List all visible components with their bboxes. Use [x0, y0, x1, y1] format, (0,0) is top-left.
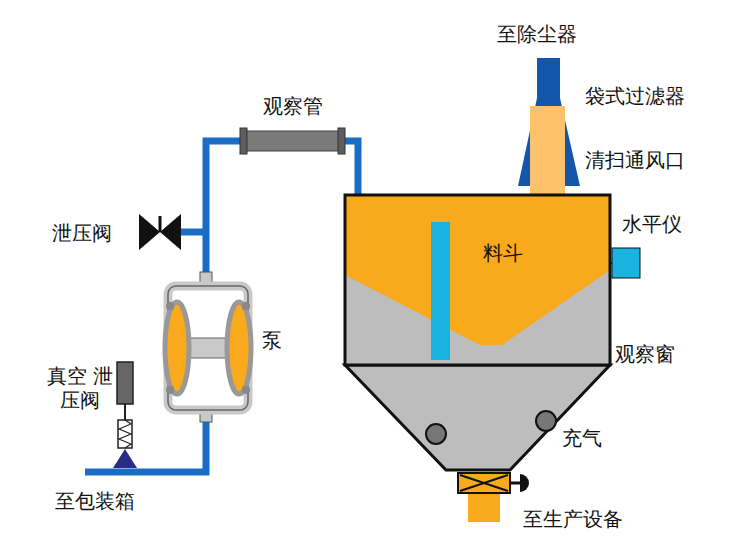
filter-bag	[530, 106, 565, 196]
valve-spring	[119, 420, 131, 448]
vacuum-valve-body	[117, 362, 133, 404]
valve-stem	[510, 482, 520, 485]
pipe-connector	[206, 141, 240, 272]
node-label: 泵	[262, 328, 282, 352]
aeration-pad	[536, 411, 556, 431]
material-bed	[345, 195, 610, 365]
valve-knob	[520, 474, 529, 492]
hopper-outline	[345, 195, 610, 365]
valve-spring-box	[118, 420, 132, 448]
part-label: 至除尘器	[497, 22, 577, 46]
aeration-pad	[426, 424, 446, 444]
discharge-pipe	[85, 408, 206, 472]
part-label: 清扫通风口	[585, 148, 685, 172]
part-label: 至生产设备	[523, 507, 623, 531]
level-gauge	[612, 248, 640, 278]
node-shape	[345, 195, 610, 365]
hopper-cone	[345, 365, 610, 470]
pipe-connector	[345, 141, 358, 195]
diaphragm-pump	[165, 272, 251, 422]
pump-box: 泵	[160, 272, 280, 422]
hopper-bin: 料斗	[345, 195, 610, 365]
part-label: 袋式过滤器	[585, 84, 685, 108]
relief-valve	[139, 214, 160, 250]
node-label: 料斗	[483, 241, 523, 265]
valve-stem	[124, 404, 126, 420]
part-label: 水平仪	[622, 212, 682, 236]
relief-branch	[180, 229, 206, 236]
part-label: 充气	[562, 426, 602, 450]
sight-tube	[240, 128, 345, 154]
node-label: 观察管	[240, 94, 345, 118]
outlet-valve	[458, 473, 510, 493]
node-shape	[240, 128, 345, 154]
outlet-pipe	[468, 490, 500, 522]
valve-stem	[159, 216, 162, 232]
part-label: 至包装箱	[55, 489, 135, 513]
part-label: 泄压阀	[52, 221, 112, 245]
sight-window	[431, 222, 450, 360]
part-label: 真空 泄压阀	[44, 364, 116, 412]
material-fill	[345, 195, 610, 345]
part-label: 观察窗	[615, 342, 675, 366]
vacuum-valve-seat	[113, 449, 137, 468]
relief-valve	[160, 214, 181, 250]
valve-cross	[460, 475, 508, 491]
sight-tube-box: 观察管	[240, 128, 345, 154]
